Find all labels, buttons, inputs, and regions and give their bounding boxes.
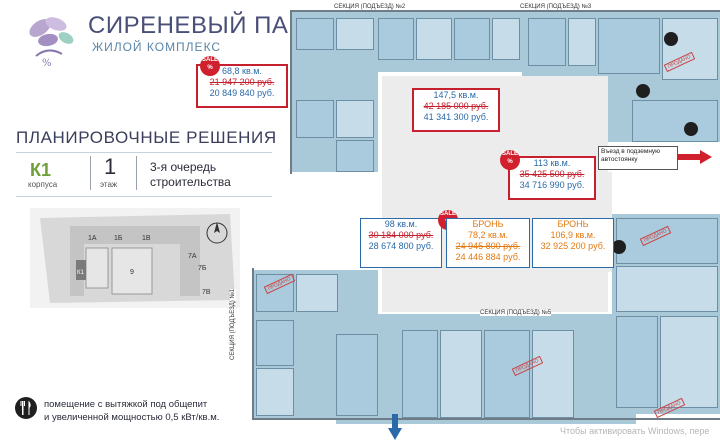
floor-unit <box>336 140 374 172</box>
floor-unit <box>568 18 596 66</box>
section-label: СЕКЦИЯ (ПОДЪЕЗД) №3 <box>520 4 592 10</box>
svg-text:7Б: 7Б <box>198 265 207 272</box>
svg-text:1Б: 1Б <box>114 235 123 242</box>
price-box-reserved: БРОНЬ 106,9 кв.м. 32 925 200 руб. <box>532 218 614 268</box>
compass-icon <box>206 222 228 244</box>
price-box: 147,5 кв.м. 42 185 000 руб. 41 341 300 р… <box>412 88 500 132</box>
floor-unit <box>336 334 378 416</box>
floor-plan <box>252 0 720 441</box>
divider <box>16 152 272 153</box>
floor-unit <box>616 266 718 312</box>
svg-text:1В: 1В <box>142 235 151 242</box>
brand-title: СИРЕНЕВЫЙ ПАРК <box>88 12 320 39</box>
floor-unit <box>336 100 374 138</box>
site-plan: 1А 1Б 1В 9 7А 7Б 7В К1 <box>30 208 240 308</box>
floor-unit <box>296 100 334 138</box>
lilac-logo-icon: % <box>29 17 74 68</box>
floor-unit <box>416 18 452 60</box>
floor-unit <box>256 368 294 416</box>
section-label: СЕКЦИЯ (ПОДЪЕЗД) №5 <box>480 310 552 316</box>
floor-unit <box>632 100 718 142</box>
floor-number: 1 <box>104 154 117 179</box>
cutlery-icon <box>15 397 37 419</box>
cutlery-icon <box>664 32 678 46</box>
svg-text:7А: 7А <box>188 253 197 260</box>
price-box-reserved: БРОНЬ 78,2 кв.м. 24 945 800 руб. 24 446 … <box>446 218 530 268</box>
floor-unit <box>256 274 294 312</box>
sale-badge: SALE % <box>500 150 520 170</box>
floor-unit <box>662 18 718 80</box>
stage-info: 3-я очередь строительства <box>150 160 231 189</box>
floor-unit <box>660 316 718 408</box>
floor-unit <box>598 18 660 74</box>
floor-unit <box>484 330 530 418</box>
price-box: 113 кв.м. 35 425 500 руб. 34 716 990 руб… <box>508 156 596 200</box>
svg-text:9: 9 <box>130 269 134 276</box>
building-caption: корпуса <box>28 180 58 189</box>
floor-unit <box>256 320 294 366</box>
svg-text:1А: 1А <box>88 235 97 242</box>
floor-unit <box>402 330 438 418</box>
svg-text:%: % <box>42 58 52 68</box>
divider <box>90 156 91 190</box>
floor-unit <box>440 330 482 418</box>
arrow-down-icon <box>388 414 402 440</box>
legend-item: помещение с вытяжкой под общепит и увели… <box>44 399 220 423</box>
floor-unit <box>616 316 658 408</box>
floor-unit <box>378 18 414 60</box>
section-title: ПЛАНИРОВОЧНЫЕ РЕШЕНИЯ <box>16 128 277 147</box>
svg-text:7В: 7В <box>202 289 211 296</box>
parking-exit-label: Въезд в подземную автостоянку <box>598 146 678 170</box>
floor-unit <box>296 18 334 50</box>
svg-text:К1: К1 <box>77 270 84 276</box>
floor-unit <box>296 274 338 312</box>
outer-wall <box>290 10 292 174</box>
floor-unit <box>336 18 374 50</box>
outer-wall <box>292 10 720 12</box>
price-box: 98 кв.м. 30 184 000 руб. 28 674 800 руб. <box>360 218 442 268</box>
cutlery-icon <box>684 122 698 136</box>
cutlery-icon <box>612 240 626 254</box>
floor-unit <box>492 18 520 60</box>
outer-wall <box>252 418 720 420</box>
arrow-right-icon <box>678 150 712 164</box>
windows-watermark: Чтобы активировать Windows, пере <box>560 426 710 436</box>
brand-subtitle: ЖИЛОЙ КОМПЛЕКС <box>92 40 222 54</box>
floor-caption: этаж <box>100 180 118 189</box>
floor-unit <box>528 18 566 66</box>
outer-wall <box>252 268 254 418</box>
building-number: К1 <box>30 160 51 180</box>
floor-unit <box>454 18 490 60</box>
section-label: СЕКЦИЯ (ПОДЪЕЗД) №1 <box>230 288 236 360</box>
sale-badge: SALE % <box>200 56 220 76</box>
divider <box>16 196 272 197</box>
section-label: СЕКЦИЯ (ПОДЪЕЗД) №2 <box>334 4 406 10</box>
divider <box>136 156 137 190</box>
floor-unit <box>532 330 574 418</box>
cutlery-icon <box>636 84 650 98</box>
